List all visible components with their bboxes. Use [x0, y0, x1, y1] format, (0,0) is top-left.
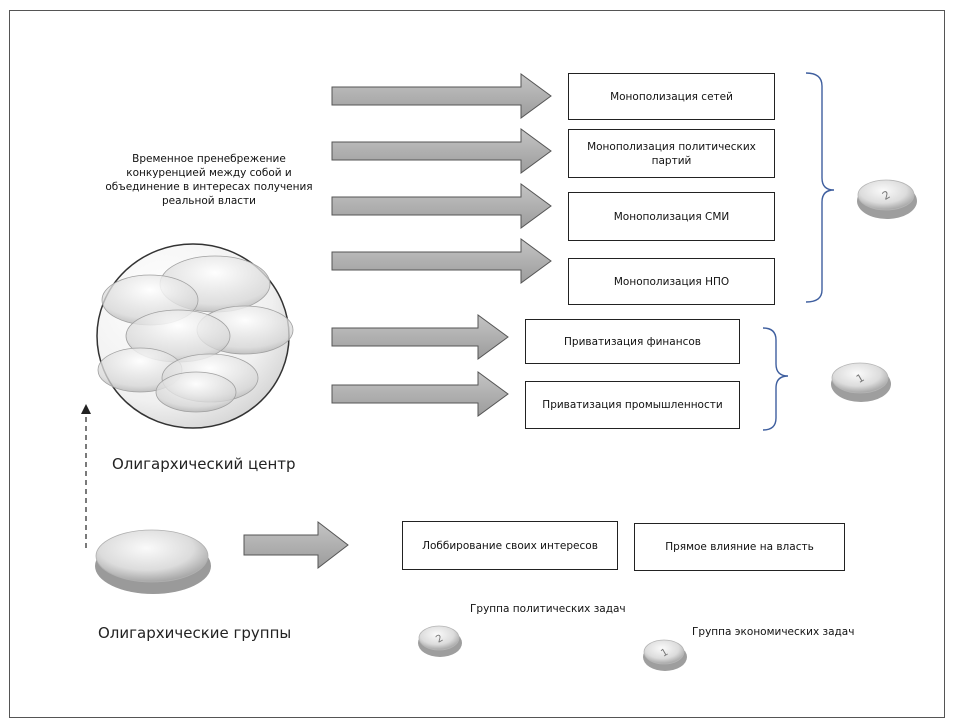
box-monopoly-media: Монополизация СМИ	[568, 192, 775, 241]
arrow-privatization-2	[331, 371, 509, 417]
oligarchic-center-sphere	[96, 243, 294, 429]
box-privatization-finance: Приватизация финансов	[525, 319, 740, 364]
box-direct-influence: Прямое влияние на власть	[634, 523, 845, 571]
badge-disc-economic-legend	[643, 639, 687, 671]
arrow-monopoly-2	[331, 128, 552, 174]
oligarchic-groups-disc	[95, 529, 211, 594]
center-caption: Временное пренебрежение конкуренцией меж…	[105, 153, 313, 207]
legend-economic: Группа экономических задач	[692, 626, 855, 638]
badge-digit-economic-legend: 1	[659, 647, 670, 660]
box-monopoly-networks: Монополизация сетей	[568, 73, 775, 120]
arrow-monopoly-4	[331, 238, 552, 284]
arrow-privatization-1	[331, 314, 509, 360]
badge-disc-political-top	[857, 179, 917, 219]
box-lobbying: Лоббирование своих интересов	[402, 521, 618, 570]
badge-disc-economic-mid	[831, 362, 891, 402]
box-monopoly-ngo: Монополизация НПО	[568, 258, 775, 305]
arrow-monopoly-1	[331, 73, 552, 119]
bracket-privatization	[762, 327, 789, 431]
oligarchic-groups-label: Олигархические группы	[98, 624, 292, 642]
bracket-monopoly	[805, 72, 835, 303]
arrow-monopoly-3	[331, 183, 552, 229]
oligarchic-center-label: Олигархический центр	[112, 455, 296, 473]
box-privatization-industry: Приватизация промышленности	[525, 381, 740, 429]
legend-political: Группа политических задач	[470, 603, 626, 615]
badge-digit-political-legend: 2	[434, 633, 445, 646]
arrow-groups	[243, 520, 349, 570]
box-monopoly-parties: Монополизация политических партий	[568, 129, 775, 178]
badge-disc-political-legend	[418, 625, 462, 657]
dashed-up-arrow	[81, 404, 91, 548]
